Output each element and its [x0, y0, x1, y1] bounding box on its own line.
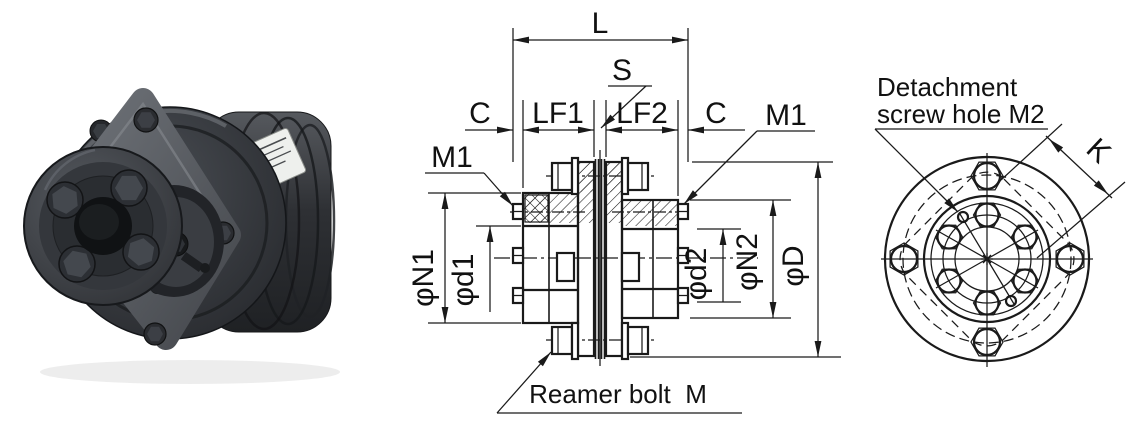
outer-hex-bolt: [970, 161, 1004, 191]
label-detachment-line2: screw hole M2: [877, 99, 1045, 129]
dim-label-phi-N2: φN2: [731, 233, 764, 291]
cross-section-view: L S C LF1 LF2 C M1 M1 φN1 φd1 φd2 φN2 φD…: [407, 7, 841, 414]
detachment-note: Detachment screw hole M2: [874, 72, 1048, 213]
front-hub: [23, 146, 183, 306]
flange-outer-circle: [883, 155, 1091, 363]
detachment-screw-hole: [1004, 294, 1018, 308]
detachment-screw-hole: [956, 210, 970, 224]
inner-bolt-hole: [972, 290, 1002, 316]
outer-hex-bolt: [970, 327, 1004, 357]
diamond-plate-phantom: [899, 171, 1075, 347]
dim-label-LF1: LF1: [532, 97, 584, 130]
inner-bolt-hole: [934, 268, 964, 294]
disc-pack: [594, 150, 606, 366]
dim-label-phi-d2: φd2: [680, 248, 713, 301]
reamer-bolt-bottom: [550, 321, 650, 361]
dim-label-LF2: LF2: [616, 97, 668, 130]
center-mark: [981, 253, 993, 265]
outer-hex-bolt: [889, 242, 919, 276]
diamond-corner-bolt-top: [133, 107, 159, 133]
inner-bolt-hole: [1010, 268, 1040, 294]
bolt-circle-dashed: [902, 174, 1072, 344]
label-M1-right: M1: [765, 99, 807, 132]
front-view: K Detachment screw hole M2: [874, 72, 1126, 367]
inner-bolt-hole: [972, 202, 1002, 228]
hub2-outline: [620, 198, 690, 320]
dim-label-L: L: [592, 7, 609, 40]
inner-bolt-hole: [934, 224, 964, 250]
hub-clamp-bolt: [58, 245, 96, 283]
reamer-bolt-top: [550, 156, 650, 196]
set-screw-section: [524, 194, 549, 223]
hub-clamp-bolt: [110, 169, 148, 207]
dim-label-S: S: [612, 54, 632, 87]
dim-label-C-right: C: [705, 97, 727, 130]
dim-label-phi-D: φD: [777, 245, 810, 286]
flange-plates: [555, 160, 641, 358]
label-detachment-line1: Detachment: [877, 72, 1018, 102]
product-photo: [23, 88, 340, 384]
dim-label-phi-N1: φN1: [407, 249, 440, 307]
photo-shadow: [40, 360, 340, 384]
inner-bolt-hole: [1010, 224, 1040, 250]
dim-label-K: K: [1080, 132, 1117, 170]
label-reamer-bolt: Reamer bolt M: [529, 379, 707, 409]
dim-label-phi-d1: φd1: [447, 254, 480, 307]
diamond-corner-bolt-bottom: [143, 322, 167, 346]
hub-clamp-bolt: [46, 181, 84, 219]
hub-clamp-bolt: [122, 233, 160, 271]
dim-label-C-left: C: [469, 97, 491, 130]
label-M1-left: M1: [431, 141, 473, 174]
outer-hex-bolt: [1055, 242, 1085, 276]
